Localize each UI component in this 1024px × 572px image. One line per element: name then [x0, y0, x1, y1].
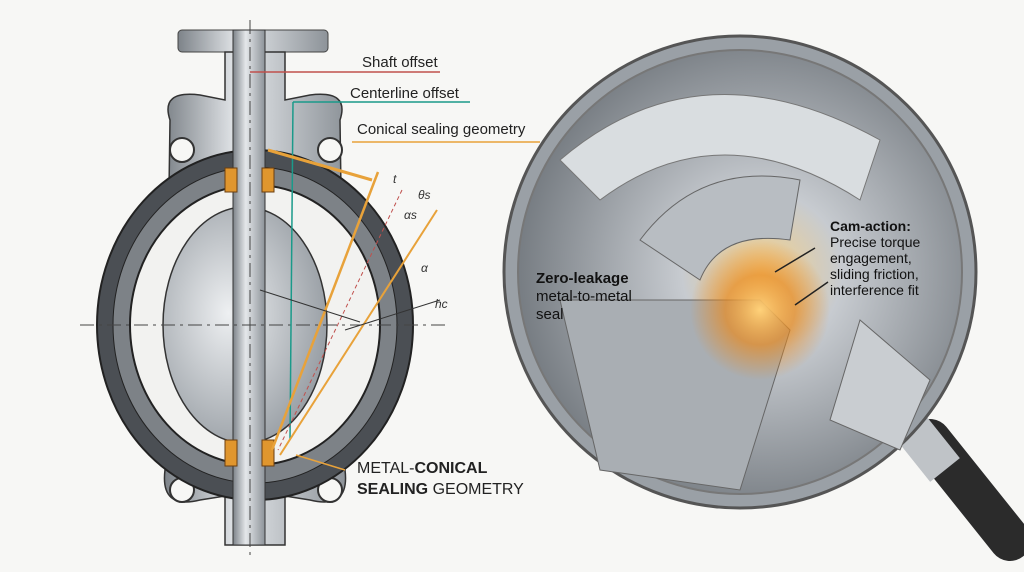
zero-leakage-title: Zero-leakage: [536, 270, 629, 287]
cam-action-line: engagement,: [830, 250, 912, 266]
symbol-alpha: α: [421, 261, 428, 275]
callout-metal-conical-line2: SEALING GEOMETRY: [357, 481, 524, 498]
cam-action-title: Cam-action:: [830, 218, 911, 234]
zero-leakage-label: Zero-leakage metal-to-metal seal: [536, 270, 632, 324]
symbol-theta-s: θs: [418, 188, 431, 202]
cam-action-line: sliding friction,: [830, 266, 919, 282]
zero-leakage-line: metal-to-metal: [536, 288, 632, 305]
callout-shaft-offset: Shaft offset: [362, 54, 438, 71]
callout-centerline-offset: Centerline offset: [350, 85, 459, 102]
zero-leakage-line: seal: [536, 306, 564, 323]
cam-action-line: interference fit: [830, 282, 919, 298]
callout-metal-conical-line1: METAL-CONICAL: [357, 460, 488, 477]
symbol-alpha-s: αs: [404, 208, 417, 222]
symbol-t: t: [393, 172, 397, 186]
cam-action-label: Cam-action: Precise torque engagement, s…: [830, 218, 920, 298]
construction-lines: [80, 20, 540, 560]
symbol-hc: hc: [435, 297, 448, 311]
callout-conical-sealing-geometry: Conical sealing geometry: [357, 121, 526, 138]
cam-action-line: Precise torque: [830, 234, 921, 250]
magnifier: [502, 34, 1024, 561]
